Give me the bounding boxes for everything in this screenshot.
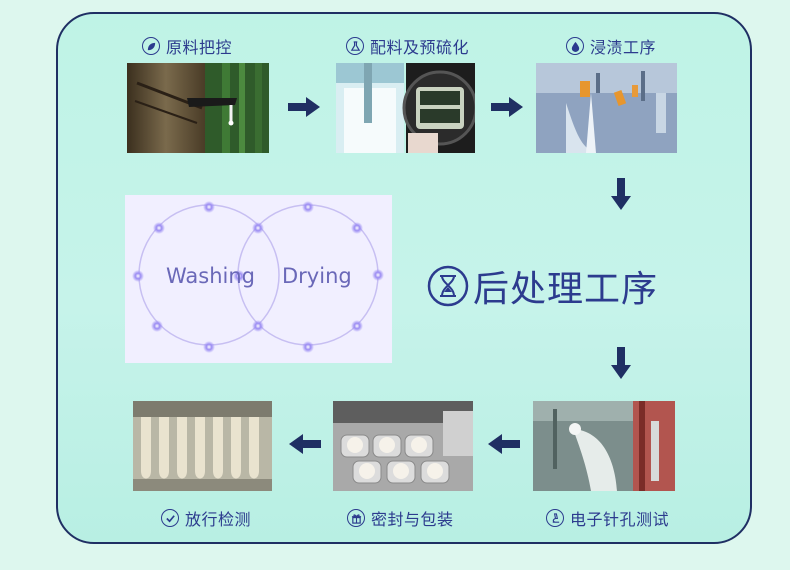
raw-material-photo [127, 63, 269, 153]
flask-icon [346, 37, 364, 55]
step-dipping-label: 浸渍工序 [590, 38, 657, 57]
step-packaging-label: 密封与包装 [371, 510, 454, 529]
arrow-down-icon [611, 347, 631, 379]
droplet-icon [566, 37, 584, 55]
hourglass-icon [427, 265, 469, 307]
drying-label: Drying [282, 264, 352, 288]
gift-icon [347, 509, 365, 527]
step-mixing-label: 配料及预硫化 [370, 38, 470, 57]
step-dipping: 浸渍工序 [566, 34, 656, 58]
arrow-left-icon [289, 434, 321, 454]
step-post-processing-label: 后处理工序 [473, 269, 659, 310]
washing-label: Washing [166, 264, 255, 288]
arrow-down-icon [611, 178, 631, 210]
release-test-photo [133, 401, 272, 491]
step-raw-material: 原料把控 [142, 34, 232, 58]
check-icon [161, 509, 179, 527]
leaf-icon [142, 37, 160, 55]
arrow-left-icon [488, 434, 520, 454]
mixing-photo [336, 63, 475, 153]
step-electronic-test-label: 电子针孔测试 [570, 510, 670, 529]
step-post-processing: 后处理工序 [427, 260, 658, 312]
step-electronic-test: 电子针孔测试 [546, 506, 669, 530]
arrow-right-icon [491, 97, 523, 117]
step-release-label: 放行检测 [185, 510, 252, 529]
microscope-icon [546, 509, 564, 527]
step-raw-material-label: 原料把控 [166, 38, 233, 57]
step-release: 放行检测 [161, 506, 251, 530]
step-mixing: 配料及预硫化 [346, 34, 469, 58]
washing-drying-diagram: Washing Drying [125, 195, 392, 363]
electronic-test-photo [533, 401, 675, 491]
packaging-photo [333, 401, 473, 491]
step-packaging: 密封与包装 [347, 506, 454, 530]
arrow-right-icon [288, 97, 320, 117]
dipping-photo [536, 63, 677, 153]
